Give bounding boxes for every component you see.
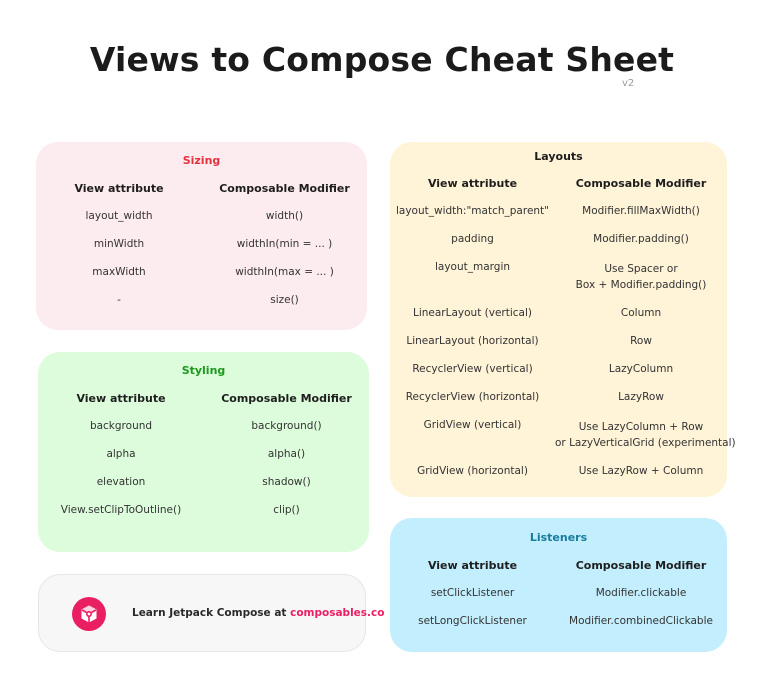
version-badge: v2	[622, 78, 635, 89]
sizing-col-compose: Composable Modifier	[219, 182, 350, 195]
layouts-card: Layouts View attribute Composable Modifi…	[390, 142, 736, 497]
styling-row-view: elevation	[96, 476, 146, 488]
page-title: Views to Compose Cheat Sheet	[89, 40, 675, 79]
layouts-col-compose: Composable Modifier	[575, 177, 707, 190]
layouts-row-compose-line2: Box + Modifier.padding()	[575, 279, 707, 291]
listeners-title: Listeners	[529, 531, 588, 544]
listeners-col-compose: Composable Modifier	[575, 559, 707, 572]
styling-title: Styling	[181, 364, 226, 377]
styling-col-view: View attribute	[76, 392, 166, 405]
layouts-row-view: padding	[451, 233, 494, 245]
styling-row-view: background	[89, 420, 153, 432]
promo-label: Learn Jetpack Compose at	[132, 607, 291, 619]
layouts-row-compose: Row	[630, 335, 652, 347]
layouts-row-view: layout_margin	[434, 261, 511, 273]
listeners-card: Listeners View attribute Composable Modi…	[390, 518, 727, 652]
sizing-col-view: View attribute	[74, 182, 164, 195]
layouts-row-compose: LazyColumn	[608, 363, 674, 375]
layouts-row-compose: Modifier.fillMaxWidth()	[582, 205, 700, 217]
styling-col-compose: Composable Modifier	[221, 392, 352, 405]
listeners-row-view: setClickListener	[430, 587, 515, 599]
promo-banner: Learn Jetpack Compose at composables.co	[38, 574, 384, 652]
sizing-row-compose: width()	[265, 210, 304, 222]
listeners-row-view: setLongClickListener	[418, 615, 527, 627]
sizing-row-compose: size()	[270, 294, 299, 306]
layouts-row-view: GridView (vertical)	[423, 419, 522, 431]
layouts-row-compose: Modifier.padding()	[593, 233, 689, 245]
styling-row-compose: clip()	[273, 504, 300, 516]
styling-row-compose: alpha()	[267, 448, 306, 460]
sizing-row-view: maxWidth	[92, 266, 146, 278]
sizing-card: Sizing View attribute Composable Modifie…	[36, 142, 367, 330]
listeners-row-compose: Modifier.combinedClickable	[569, 615, 713, 627]
styling-row-view: alpha	[106, 448, 136, 460]
layouts-row-view: RecyclerView (horizontal)	[405, 391, 540, 403]
layouts-title: Layouts	[534, 150, 583, 163]
sizing-row-compose: widthIn(min = ... )	[236, 238, 333, 250]
styling-card: Styling View attribute Composable Modifi…	[38, 352, 369, 552]
layouts-row-view: GridView (horizontal)	[417, 465, 528, 477]
layouts-row-compose: LazyRow	[618, 391, 664, 403]
layouts-row-view: LinearLayout (horizontal)	[406, 335, 539, 347]
styling-row-view: View.setClipToOutline()	[60, 504, 182, 516]
composables-logo-icon	[72, 597, 106, 631]
sizing-row-view: -	[117, 294, 121, 306]
listeners-row-compose: Modifier.clickable	[595, 587, 687, 599]
sizing-row-view: minWidth	[93, 238, 145, 250]
promo-text: Learn Jetpack Compose at composables.co	[132, 607, 384, 619]
sizing-title: Sizing	[182, 154, 221, 167]
composables-link[interactable]: composables.co	[290, 607, 385, 619]
layouts-row-view: LinearLayout (vertical)	[412, 307, 532, 319]
layouts-row-compose: Use Spacer or	[604, 263, 678, 275]
styling-row-compose: background()	[251, 420, 322, 432]
sizing-row-compose: widthIn(max = ... )	[235, 266, 334, 278]
layouts-row-compose: Use LazyColumn + Row	[578, 421, 704, 433]
listeners-col-view: View attribute	[427, 559, 518, 572]
layouts-col-view: View attribute	[427, 177, 518, 190]
layouts-row-compose: Column	[620, 307, 662, 319]
layouts-row-compose: Use LazyRow + Column	[578, 465, 704, 477]
layouts-row-compose-line2: or LazyVerticalGrid (experimental)	[555, 437, 736, 449]
styling-row-compose: shadow()	[262, 476, 311, 488]
layouts-row-view: layout_width:"match_parent"	[395, 205, 550, 217]
sizing-row-view: layout_width	[85, 210, 153, 222]
layouts-row-view: RecyclerView (vertical)	[412, 363, 533, 375]
